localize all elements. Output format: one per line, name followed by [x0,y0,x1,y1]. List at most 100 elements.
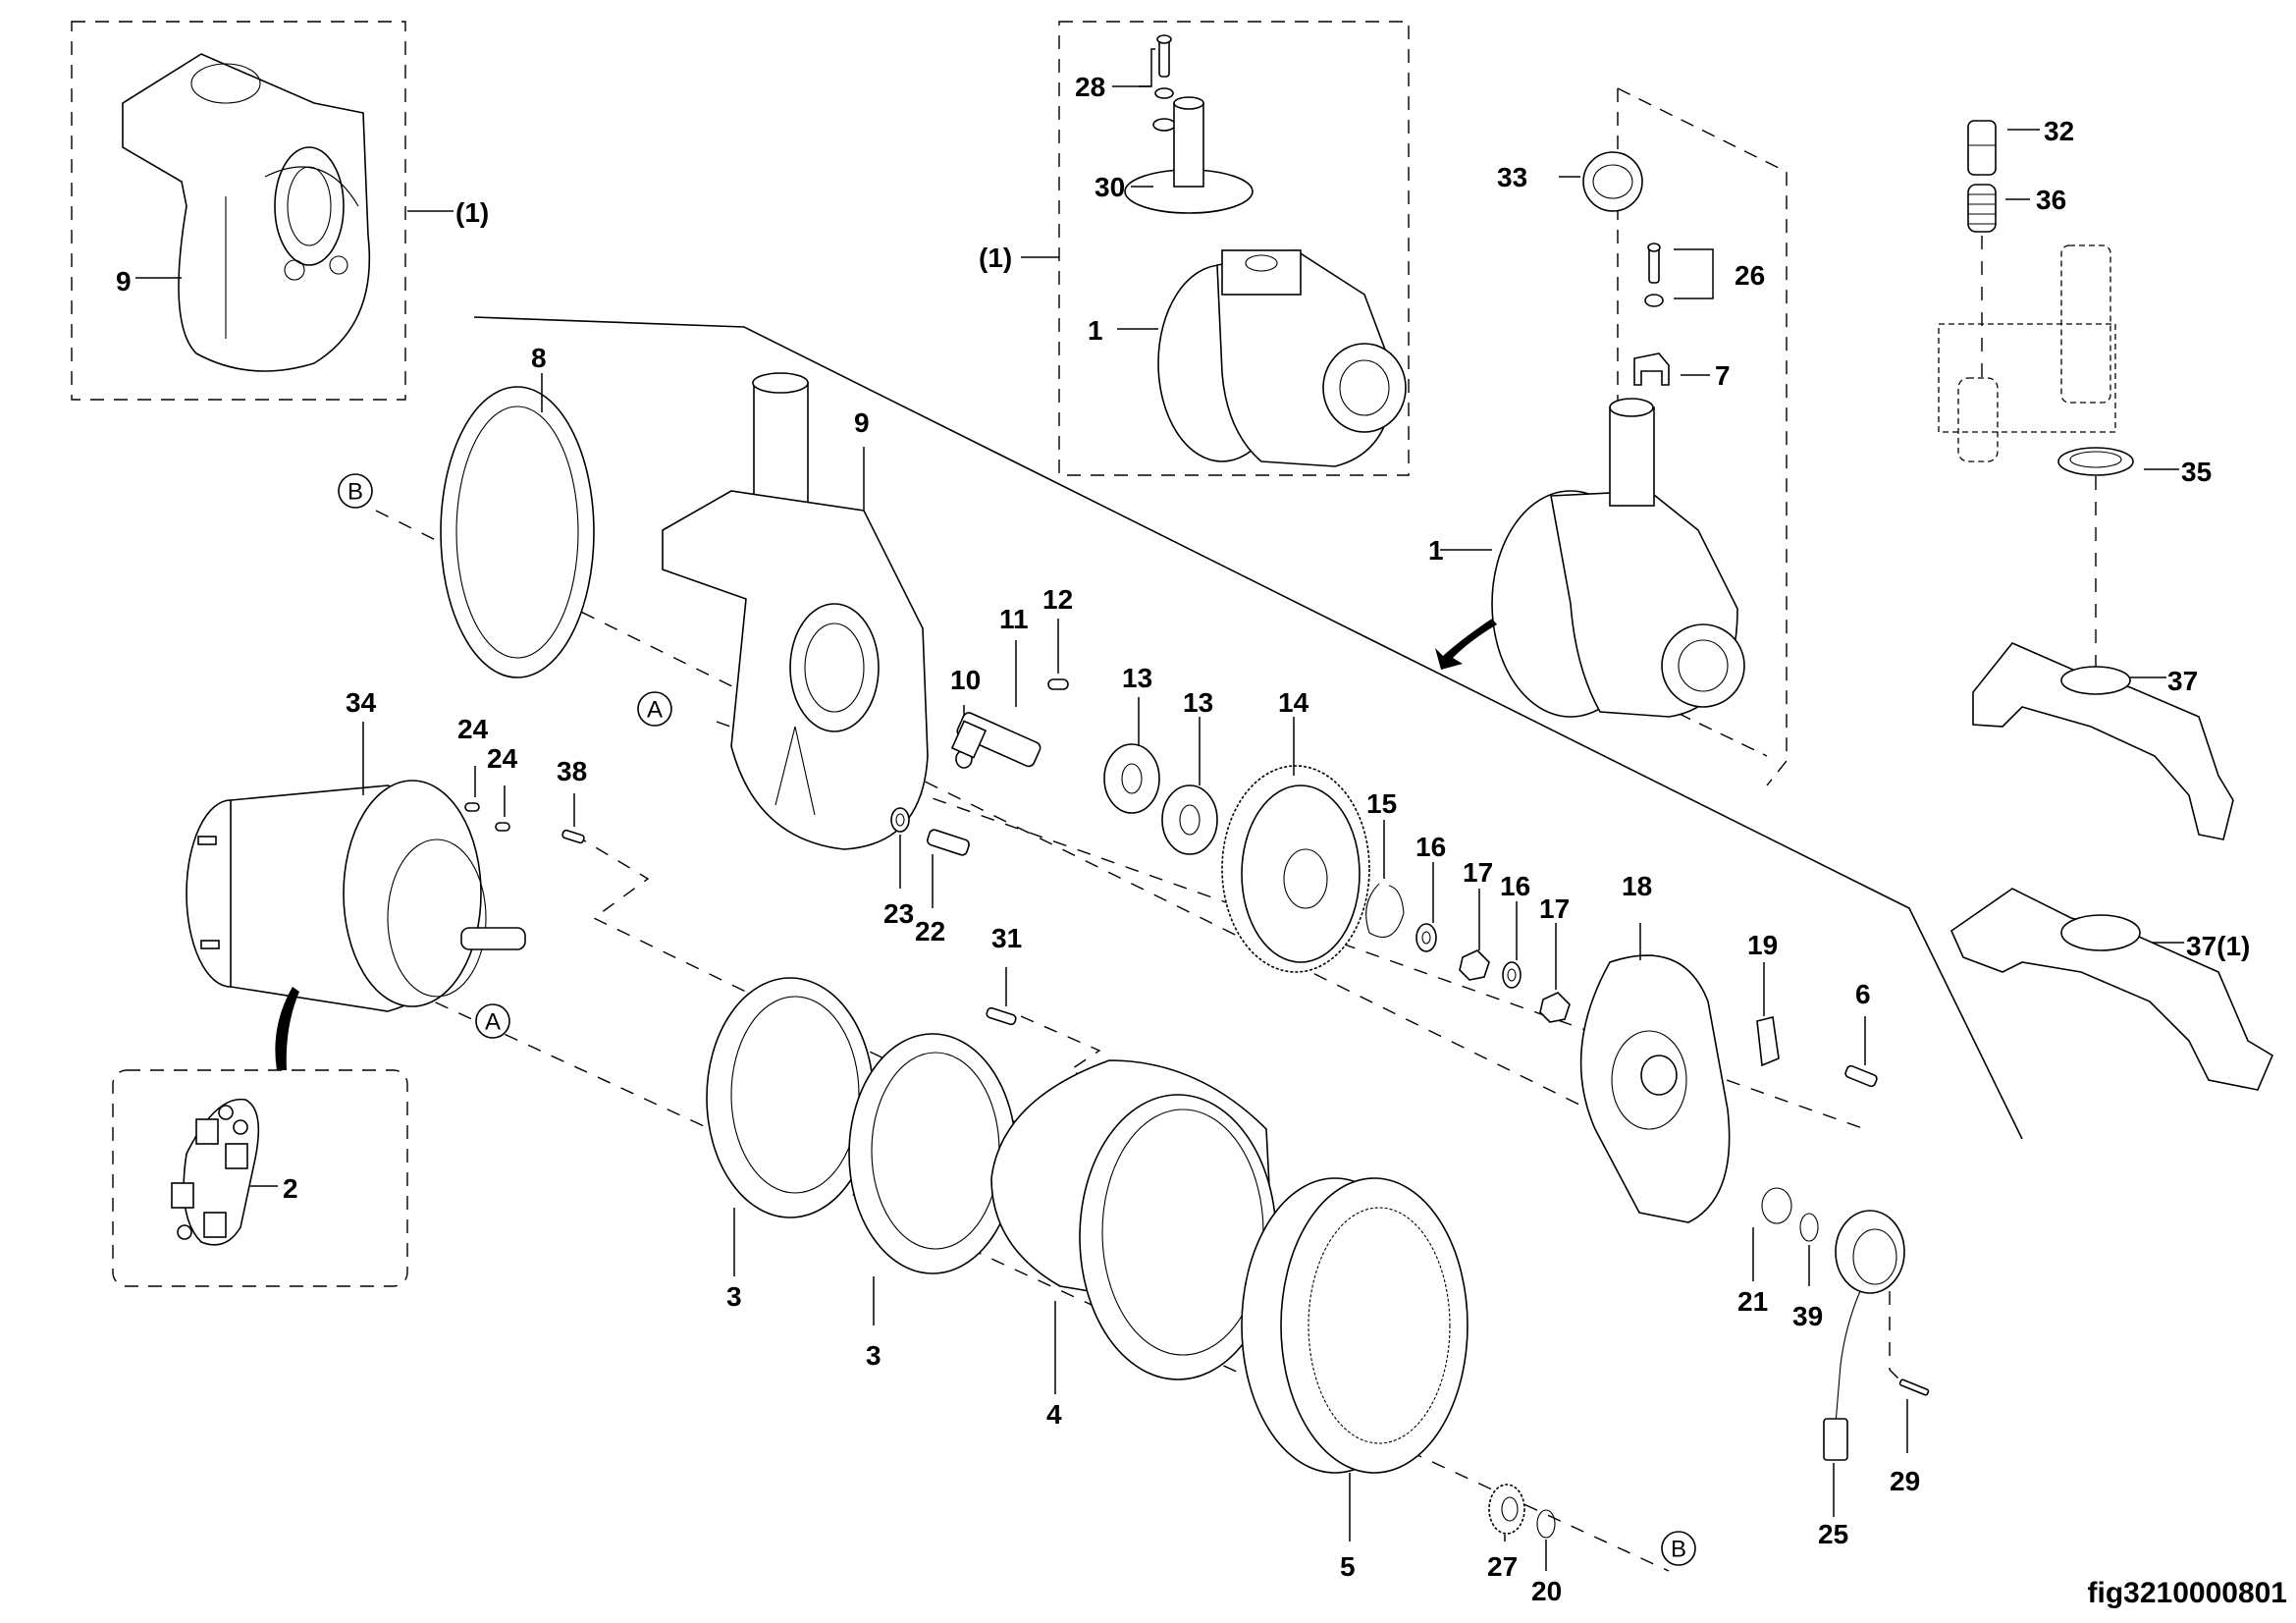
part-3-bearing-ring-b [848,1033,1017,1274]
callout-27: 27 [1487,1551,1518,1582]
callout-32: 32 [2044,116,2074,146]
part-17-nut-b [1539,992,1571,1023]
callout-22: 22 [915,916,945,947]
callout-23: 23 [883,898,914,929]
callout-29: 29 [1890,1466,1920,1496]
callout-3-b: 3 [866,1340,881,1371]
svg-text:B: B [347,479,363,506]
callout-17-a: 17 [1463,857,1493,888]
part-27-pinion-gear [1488,1484,1525,1535]
callout-25: 25 [1818,1519,1848,1549]
callout-7: 7 [1715,360,1731,391]
callout-8: 8 [531,343,547,373]
part-19-label-plate [1756,1016,1780,1067]
part-37-1-bracket-variant [1950,888,2274,1091]
part-9-housing-detail [122,53,371,372]
callout-26: 26 [1735,260,1765,291]
part-32-plunger [1967,120,1997,176]
part-7-clip [1633,352,1670,386]
separator-line [473,316,2023,1140]
part-8-seal-ring [440,386,595,678]
part-25-sensor [1823,1210,1905,1461]
callout-24-b: 24 [487,743,518,774]
rotate-arrow-icon [1435,619,1497,670]
callout-11: 11 [999,604,1029,634]
part-38-pin [561,829,585,844]
callout-13-a: 13 [1122,663,1152,693]
callout-21: 21 [1737,1286,1768,1317]
callout-1-in-box: 1 [1088,315,1103,346]
part-31-pin [986,1006,1017,1026]
callout-35: 35 [2181,457,2212,487]
part-3-bearing-ring-a [706,977,875,1218]
detail-box-drive-unit [1058,21,1410,476]
callout-18: 18 [1622,871,1652,901]
part-34-motor [186,780,526,1012]
callout-28: 28 [1075,72,1105,102]
part-33-bearing [1582,151,1643,212]
callout-9: 9 [854,407,870,438]
callout-33: 33 [1497,162,1527,192]
detail-arrow-icon [275,987,299,1070]
callout-1-assembled: 1 [1428,535,1444,566]
part-4-wheel-tyre [990,1059,1277,1380]
figure-id: fig3210000801 [2088,1577,2288,1609]
part-30-flange [1124,96,1254,214]
callout-16-b: 16 [1500,871,1530,901]
callout-14: 14 [1278,687,1309,718]
part-16-washer-b [1502,961,1522,989]
part-13-bearing-a [1103,743,1160,814]
callout-1-box-housing: (1) [455,197,489,228]
callout-20: 20 [1531,1576,1562,1606]
part-37-bracket [1972,642,2234,840]
svg-text:A: A [485,1009,501,1036]
svg-text:A: A [647,697,663,724]
part-23-washer [890,807,910,833]
callout-3-a: 3 [726,1281,742,1312]
callout-34: 34 [346,687,377,718]
callout-36: 36 [2036,185,2066,215]
callout-4: 4 [1046,1399,1062,1430]
part-2-brush-holder [171,1098,260,1246]
part-18-cover [1579,954,1731,1223]
part-20-snap-ring [1536,1509,1556,1539]
part-29-screw [1898,1379,1930,1396]
callout-38: 38 [557,756,587,786]
callout-19: 19 [1747,930,1778,960]
callout-12: 12 [1042,584,1073,615]
part-15-circlip [1365,883,1405,938]
detail-box-housing [71,21,406,401]
detail-box-steering-outline [1617,87,1788,786]
ref-marker-a-mid: A [637,691,672,727]
callout-10: 10 [950,665,981,695]
part-12-key [1047,678,1069,690]
part-39-circlip [1799,1213,1819,1242]
part-28-screw-washers [1152,34,1176,132]
ghost-steering-housing [1938,244,2116,462]
part-26-screw-washer [1644,243,1664,307]
part-17-nut-a [1459,949,1490,981]
part-36-spring [1967,184,1997,233]
part-5-ring-gear [1241,1177,1468,1474]
callout-16-a: 16 [1415,832,1446,862]
part-16-washer-a [1415,923,1437,952]
callout-13-b: 13 [1183,687,1213,718]
ref-marker-a-bottom: A [475,1003,510,1039]
part-35-thrust-bearing [2057,447,2134,476]
ref-marker-b-bottom: B [1661,1531,1696,1566]
callout-15: 15 [1366,788,1397,819]
svg-text:B: B [1671,1537,1686,1563]
part-21-o-ring [1761,1187,1792,1224]
part-22-bolt [927,829,970,856]
callout-9-box: 9 [116,266,132,297]
callout-37-1: 37(1) [2186,931,2250,961]
part-6-screw [1844,1064,1878,1088]
part-24-key-a [464,802,480,812]
callout-6: 6 [1855,979,1871,1009]
detail-box-brush-holder [112,1069,408,1287]
callout-1-box-drive: (1) [979,243,1012,273]
part-1-drive-unit-detail [1157,249,1407,467]
callout-17-b: 17 [1539,893,1570,924]
part-24-key-b [495,822,510,832]
